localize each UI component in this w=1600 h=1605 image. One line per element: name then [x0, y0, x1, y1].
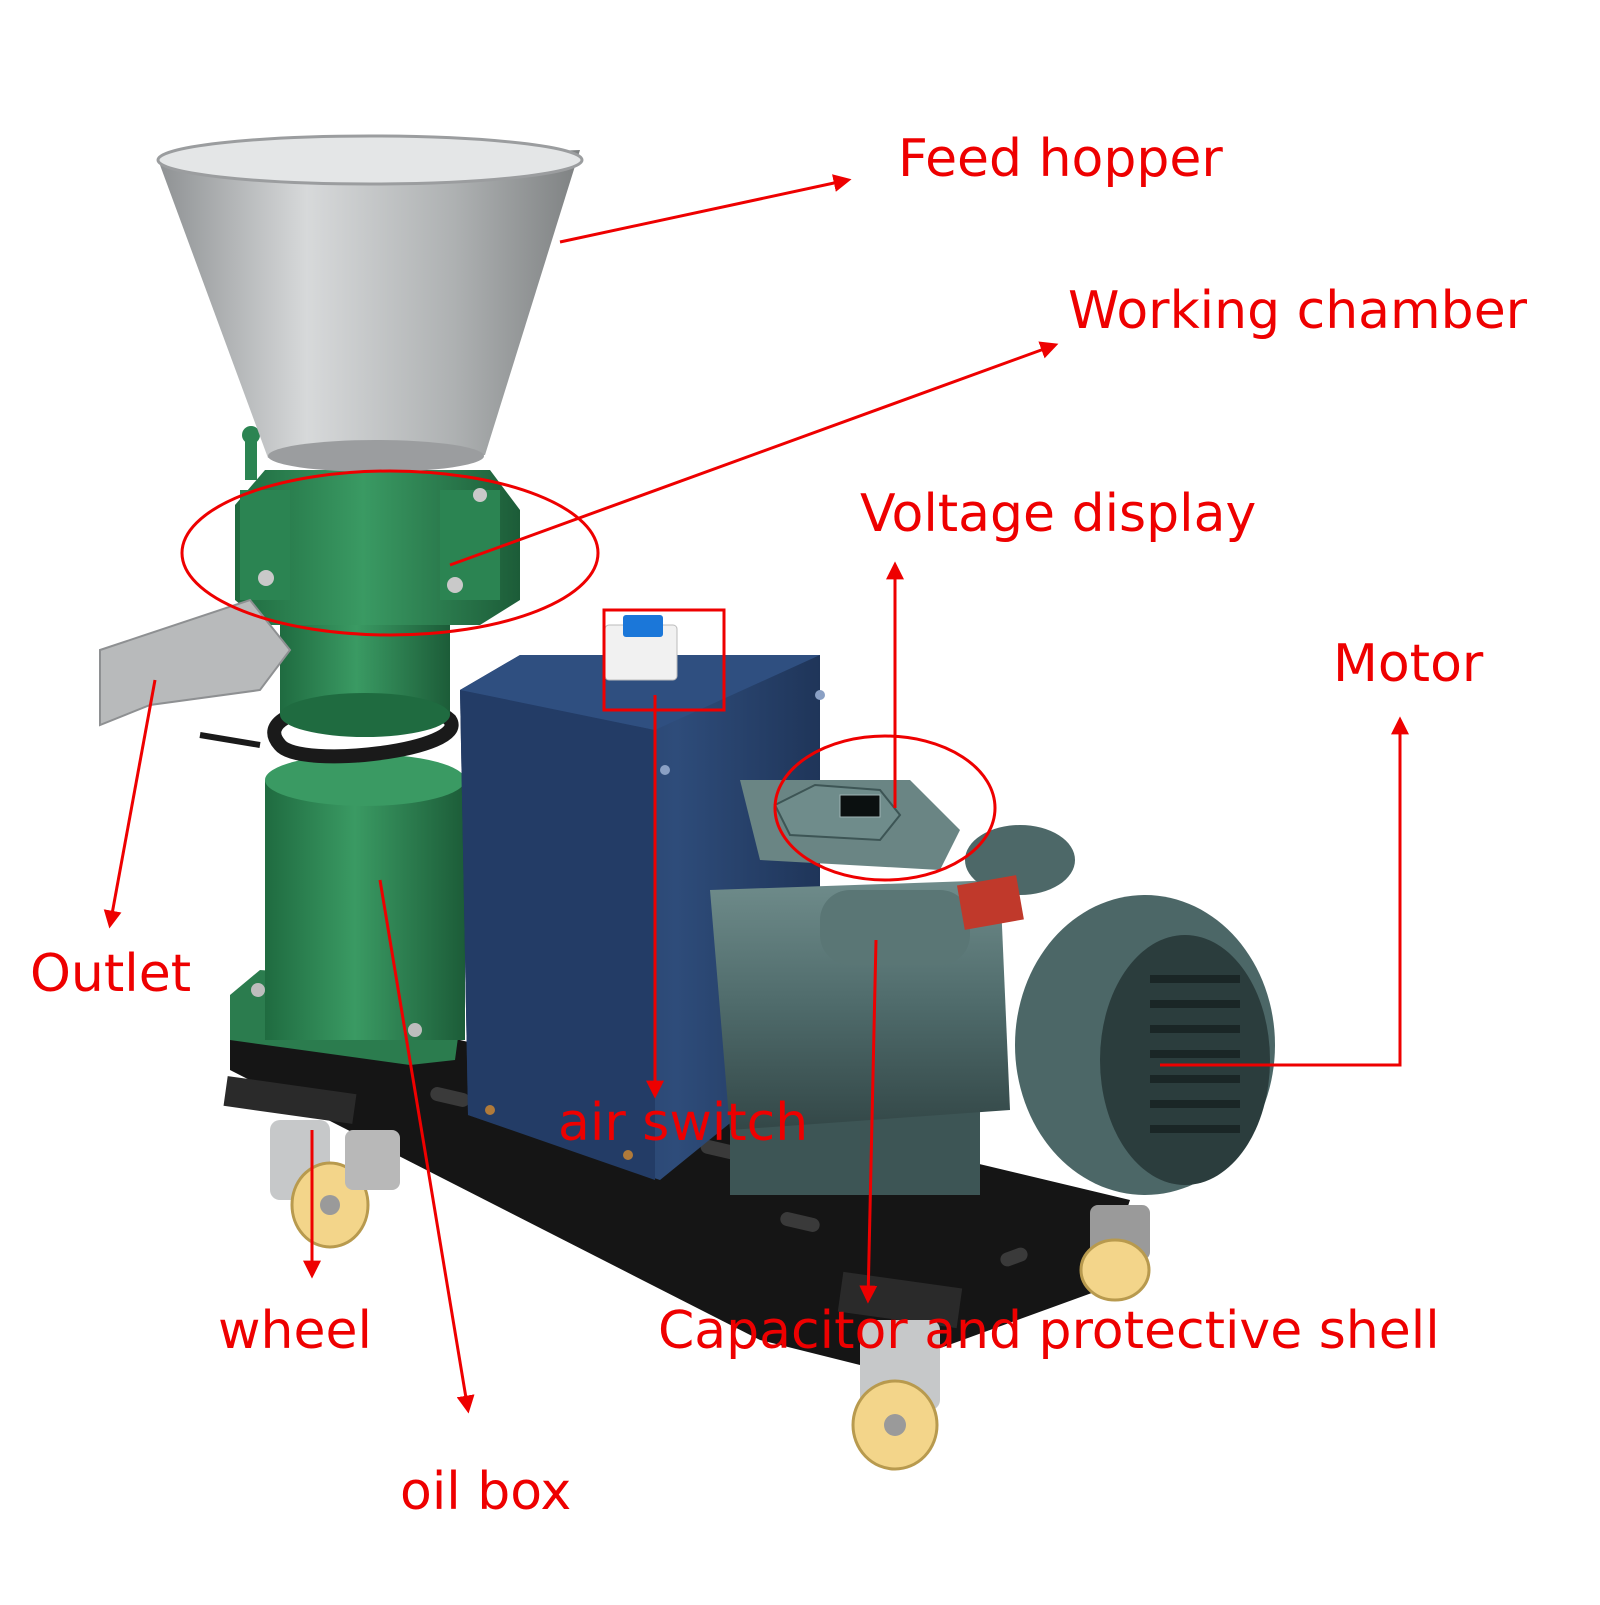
wheel-front-right	[837, 1271, 963, 1471]
label-wheel: wheel	[218, 1301, 372, 1361]
label-voltage-display: Voltage display	[860, 484, 1257, 544]
oil-box-arrow	[378, 879, 475, 1414]
voltage-display-device	[773, 783, 902, 842]
outlet-chute	[99, 598, 292, 727]
cable-end	[199, 732, 261, 748]
motor-arrow	[1160, 716, 1409, 1067]
motor-body	[710, 780, 1275, 1195]
label-air-switch: air switch	[558, 1093, 809, 1153]
callouts	[103, 174, 1409, 1414]
label-outlet: Outlet	[30, 944, 192, 1004]
label-oil-box: oil box	[400, 1462, 572, 1522]
working-chamber-ring	[180, 469, 600, 637]
oil-box	[230, 754, 465, 1065]
label-motor: Motor	[1333, 634, 1484, 694]
capacitor-arrow	[859, 939, 878, 1304]
working-chamber-arrow	[449, 341, 1059, 567]
outlet-arrow	[103, 679, 157, 929]
working-chamber-body	[235, 426, 520, 737]
feed-hopper	[156, 134, 584, 472]
air-switch-device	[604, 615, 678, 681]
label-working-chamber: Working chamber	[1068, 281, 1528, 341]
wheel-rear-right	[1079, 1205, 1151, 1302]
voltage-display-ring	[773, 734, 997, 882]
label-capacitor-and-protective-shell: Capacitor and protective shell	[658, 1301, 1440, 1361]
feed-hopper-arrow	[559, 174, 852, 244]
label-feed-hopper: Feed hopper	[898, 129, 1223, 189]
air-switch-box	[602, 608, 726, 712]
